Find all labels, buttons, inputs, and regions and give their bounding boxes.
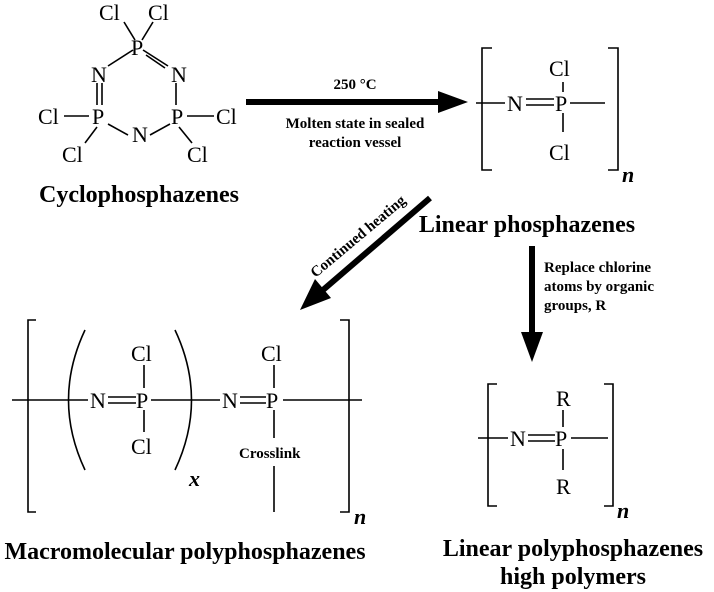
atom-r: R	[556, 386, 571, 411]
atom-cl: Cl	[131, 434, 152, 459]
arrow-head	[438, 91, 468, 113]
atom-n: N	[90, 388, 106, 413]
linear-phosphazene-structure: N P Cl Cl n	[476, 47, 634, 187]
arrow-head	[300, 279, 331, 310]
p-cl-bond	[141, 21, 154, 41]
ring-double-bond	[142, 49, 169, 67]
arrow-heating	[246, 91, 468, 113]
atom-cl: Cl	[38, 104, 59, 129]
ring-double-bond	[145, 54, 166, 69]
ring-bond	[107, 49, 134, 67]
arrow-label-substitution: atoms by organic	[544, 279, 654, 295]
arrow-label-continued-heating: Continued heating	[308, 192, 410, 281]
atom-cl: Cl	[549, 56, 570, 81]
p-cl-bond	[178, 126, 193, 144]
atom-r: R	[556, 474, 571, 499]
bracket-right	[608, 47, 619, 171]
p-cl-bond	[123, 21, 136, 41]
caption-linear-phosphazenes: Linear phosphazenes	[419, 212, 635, 238]
caption-linear-polyphosphazenes: Linear polyphosphazenes	[443, 536, 703, 562]
bracket-right	[604, 383, 614, 507]
arrow-head	[521, 332, 543, 362]
caption-cyclophosphazenes: Cyclophosphazenes	[39, 182, 239, 208]
bracket-left	[487, 383, 497, 507]
atom-n: N	[91, 62, 107, 87]
atom-cl: Cl	[216, 104, 237, 129]
atom-p: P	[92, 104, 104, 129]
arrow-shaft	[321, 195, 432, 293]
atom-n: N	[510, 426, 526, 451]
atom-cl: Cl	[187, 142, 208, 167]
atom-p: P	[131, 35, 143, 60]
arrow-label-conditions: reaction vessel	[309, 135, 402, 151]
atom-n: N	[171, 62, 187, 87]
p-cl-bond	[84, 126, 98, 144]
atom-n: N	[222, 388, 238, 413]
atom-n: N	[132, 122, 148, 147]
repeat-index-n: n	[622, 162, 634, 187]
atom-p: P	[266, 388, 278, 413]
atom-p: P	[555, 91, 567, 116]
atom-cl: Cl	[549, 140, 570, 165]
linear-polyphosphazene-structure: N P R R n	[478, 383, 629, 523]
arrow-continued-heating	[300, 195, 432, 310]
bracket-right	[340, 319, 350, 513]
atom-cl: Cl	[261, 341, 282, 366]
cyclophosphazene-structure: Cl Cl P N N Cl P P Cl N Cl Cl	[38, 0, 237, 167]
arrow-label-temperature: 250 °C	[333, 77, 376, 93]
arrow-substitution	[521, 246, 543, 362]
atom-cl: Cl	[148, 0, 169, 25]
caption-macromolecular: Macromolecular polyphosphazenes	[4, 539, 365, 565]
ring-bond	[149, 123, 171, 136]
arrow-label-substitution: Replace chlorine	[544, 260, 651, 276]
atom-p: P	[555, 426, 567, 451]
atom-cl: Cl	[62, 142, 83, 167]
arrow-label-substitution: groups, R	[544, 298, 606, 314]
atom-n: N	[507, 91, 523, 116]
arrow-label-conditions: Molten state in sealed	[286, 116, 425, 132]
crosslink-label: Crosslink	[239, 446, 301, 462]
atom-p: P	[171, 104, 183, 129]
repeat-index-n: n	[617, 498, 629, 523]
ring-bond	[107, 123, 129, 136]
repeat-index-n: n	[354, 504, 366, 529]
atom-p: P	[136, 388, 148, 413]
atom-cl: Cl	[99, 0, 120, 25]
macromolecular-structure: N P Cl Cl x N P Cl Crosslink n	[12, 319, 366, 529]
atom-cl: Cl	[131, 341, 152, 366]
bracket-left	[27, 319, 36, 513]
bracket-left	[481, 47, 492, 171]
repeat-index-x: x	[188, 466, 200, 491]
caption-high-polymers: high polymers	[500, 564, 646, 590]
